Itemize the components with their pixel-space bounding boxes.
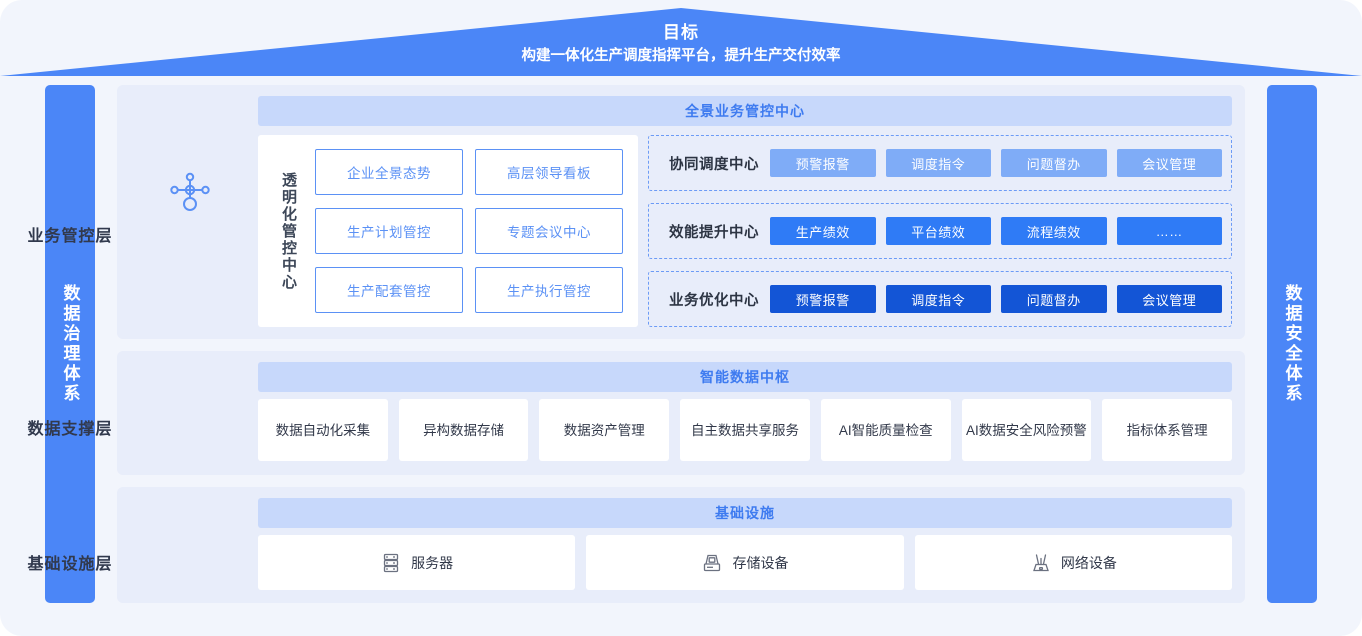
layer-label-data: 数据支撑层 (27, 421, 113, 438)
data-card[interactable]: AI智能质量检查 (820, 399, 951, 461)
business-chip-more[interactable]: …… (1116, 217, 1222, 245)
business-chip[interactable]: 问题督办 (1001, 149, 1107, 177)
data-card[interactable]: 指标体系管理 (1102, 399, 1232, 461)
business-module-button[interactable]: 生产计划管控 (315, 208, 463, 254)
business-group-title: 效能提升中心 (669, 224, 759, 241)
infra-section-header: 基础设施 (258, 498, 1232, 528)
layer-infrastructure: 基础设施 (117, 487, 1245, 603)
goal-banner: 目标 构建一体化生产调度指挥平台，提升生产交付效率 (0, 8, 1362, 76)
business-chip[interactable]: 调度指令 (885, 149, 991, 177)
data-section-header: 智能数据中枢 (258, 362, 1232, 392)
business-chip[interactable]: 会议管理 (1116, 285, 1222, 313)
layer-business-control: 全景业务管控中心 透明化管控中心 企业全景态势 高层领导看板 生产计划管控 专题… (117, 85, 1245, 339)
goal-subtitle: 构建一体化生产调度指挥平台，提升生产交付效率 (521, 48, 841, 64)
business-group-chips: 预警报警 调度指令 问题督办 会议管理 (770, 285, 1222, 313)
layer-label-business: 业务管控层 (27, 228, 113, 245)
business-module-button[interactable]: 高层领导看板 (475, 149, 623, 195)
storage-icon (701, 552, 723, 574)
business-module-button[interactable]: 企业全景态势 (315, 149, 463, 195)
transparent-control-center-card: 透明化管控中心 企业全景态势 高层领导看板 生产计划管控 专题会议中心 生产配套… (258, 135, 638, 327)
infra-card-label: 服务器 (411, 554, 454, 571)
infra-card-network[interactable]: 网络设备 (914, 535, 1232, 590)
infra-card-label: 存储设备 (732, 554, 789, 571)
business-group-title: 业务优化中心 (669, 292, 759, 309)
business-chip[interactable]: 预警报警 (770, 285, 876, 313)
data-card[interactable]: 异构数据存储 (398, 399, 529, 461)
topology-icon (163, 168, 217, 214)
business-group-row: 效能提升中心 生产绩效 平台绩效 流程绩效 …… (648, 203, 1232, 259)
business-group-title: 协同调度中心 (669, 156, 759, 173)
layer-label-infra: 基础设施层 (27, 556, 113, 573)
business-group-chips: 生产绩效 平台绩效 流程绩效 …… (770, 217, 1222, 245)
business-chip[interactable]: 调度指令 (885, 285, 991, 313)
data-card[interactable]: 自主数据共享服务 (680, 399, 810, 461)
business-group-chips: 预警报警 调度指令 问题督办 会议管理 (770, 149, 1222, 177)
business-chip[interactable]: 会议管理 (1116, 149, 1222, 177)
side-pillar-data-security: 数据安全体系 (1267, 85, 1317, 603)
server-icon (380, 552, 402, 574)
data-card[interactable]: 数据资产管理 (539, 399, 670, 461)
layer-data-support: 智能数据中枢 数据自动化采集 异构数据存储 数据资产管理 自主数据共享服务 AI… (117, 351, 1245, 475)
infra-card-label: 网络设备 (1060, 554, 1117, 571)
data-card[interactable]: 数据自动化采集 (258, 399, 388, 461)
business-section-header: 全景业务管控中心 (258, 96, 1232, 126)
business-group-column: 协同调度中心 预警报警 调度指令 问题督办 会议管理 效能提升中心 生产绩效 平… (648, 135, 1232, 327)
business-module-button[interactable]: 生产配套管控 (315, 267, 463, 313)
business-module-button[interactable]: 生产执行管控 (475, 267, 623, 313)
business-chip[interactable]: 平台绩效 (885, 217, 991, 245)
business-chip[interactable]: 生产绩效 (770, 217, 876, 245)
infra-card-grid: 服务器 存储设备 (258, 535, 1232, 590)
network-icon (1030, 552, 1052, 574)
business-chip[interactable]: 流程绩效 (1001, 217, 1107, 245)
goal-banner-text: 目标 构建一体化生产调度指挥平台，提升生产交付效率 (0, 22, 1362, 67)
business-chip[interactable]: 预警报警 (770, 149, 876, 177)
side-pillar-data-governance: 数据治理体系 (45, 85, 95, 603)
goal-title: 目标 (663, 23, 699, 42)
data-card-grid: 数据自动化采集 异构数据存储 数据资产管理 自主数据共享服务 AI智能质量检查 … (258, 399, 1232, 461)
business-module-button[interactable]: 专题会议中心 (475, 208, 623, 254)
transparent-control-center-label: 透明化管控中心 (280, 171, 297, 291)
business-chip[interactable]: 问题督办 (1001, 285, 1107, 313)
infra-card-server[interactable]: 服务器 (258, 535, 576, 590)
transparent-control-center-grid: 企业全景态势 高层领导看板 生产计划管控 专题会议中心 生产配套管控 生产执行管… (315, 149, 623, 313)
business-group-row: 业务优化中心 预警报警 调度指令 问题督办 会议管理 (648, 271, 1232, 327)
business-group-row: 协同调度中心 预警报警 调度指令 问题督办 会议管理 (648, 135, 1232, 191)
infra-card-storage[interactable]: 存储设备 (586, 535, 904, 590)
data-card[interactable]: AI数据安全风险预警 (961, 399, 1092, 461)
